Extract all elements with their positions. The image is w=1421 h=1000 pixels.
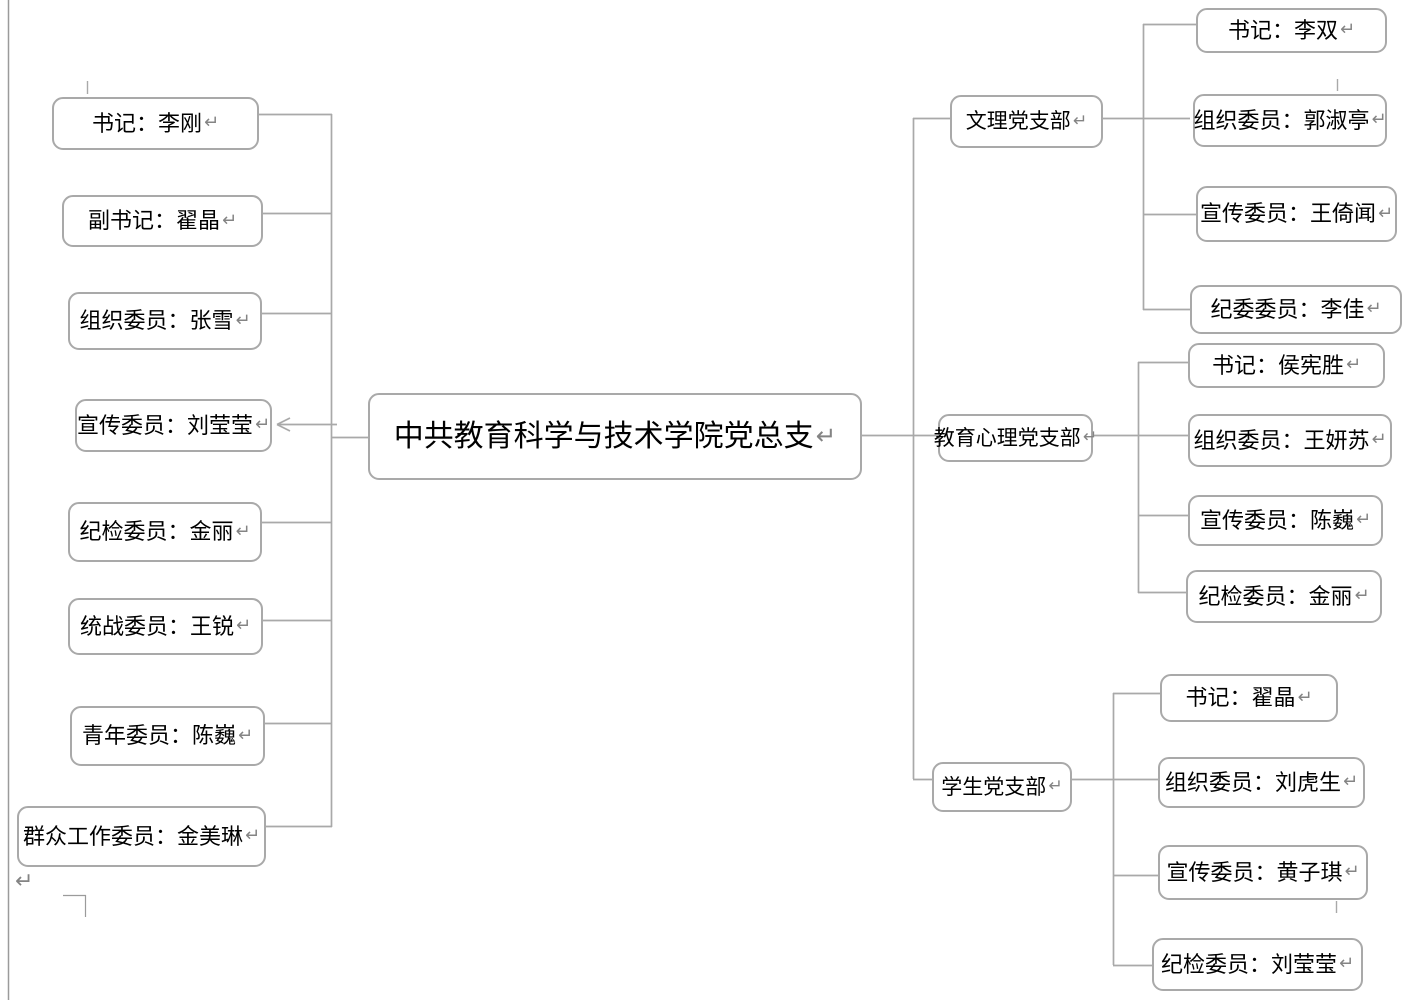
paragraph-mark-icon: ↵	[815, 421, 837, 451]
paragraph-mark-icon: ↵	[1377, 202, 1394, 224]
paragraph-mark-icon: ↵	[1082, 427, 1098, 448]
member-node-1-3[interactable]: 纪检委员：金丽↵	[1186, 570, 1382, 623]
root-node-label: 中共教育科学与技术学院党总支	[393, 419, 814, 453]
paragraph-mark-icon: ↵	[254, 414, 271, 436]
paragraph-mark-icon: ↵	[203, 112, 220, 134]
committee-node-label: 统战委员：王锐	[79, 613, 234, 639]
paragraph-mark-icon: ↵	[1344, 861, 1360, 883]
paragraph-mark-icon: ↵	[1072, 110, 1088, 131]
member-node-label: 组织委员：刘虎生	[1164, 769, 1341, 795]
paragraph-mark-icon: ↵	[237, 724, 254, 746]
member-node-label: 书记：翟晶	[1185, 685, 1296, 710]
member-node-label: 纪检委员：刘莹莹	[1160, 951, 1337, 977]
member-node-2-2[interactable]: 宣传委员：黄子琪↵	[1158, 845, 1368, 900]
arrow-connector[interactable]	[276, 417, 337, 432]
member-node-0-0[interactable]: 书记：李双↵	[1196, 8, 1387, 53]
page-corner-mark	[63, 894, 87, 917]
member-node-2-3[interactable]: 纪检委员：刘莹莹↵	[1152, 938, 1363, 991]
paragraph-mark-icon: ↵	[1297, 686, 1313, 708]
committee-node-4[interactable]: 纪检委员：金丽↵	[68, 502, 262, 562]
root-node[interactable]: 中共教育科学与技术学院党总支↵	[368, 393, 862, 480]
branch-node-0[interactable]: 文理党支部↵	[950, 95, 1103, 148]
member-node-label: 纪委委员：李佳	[1210, 296, 1365, 322]
member-node-label: 宣传委员：王倚闻	[1199, 201, 1376, 226]
member-node-2-1[interactable]: 组织委员：刘虎生↵	[1158, 757, 1365, 808]
committee-node-label: 纪检委员：金丽	[79, 519, 234, 544]
right-connector-tree[interactable]	[862, 23, 1196, 967]
paragraph-mark-icon: ↵	[1354, 585, 1370, 607]
committee-node-3[interactable]: 宣传委员：刘莹莹↵	[75, 399, 272, 452]
committee-node-label: 宣传委员：刘莹莹	[76, 412, 253, 438]
member-node-1-1[interactable]: 组织委员：王妍苏↵	[1188, 414, 1392, 467]
anchor-tick	[86, 79, 1339, 913]
member-node-label: 纪检委员：金丽	[1198, 583, 1353, 609]
committee-node-5[interactable]: 统战委员：王锐↵	[68, 598, 263, 655]
committee-node-6[interactable]: 青年委员：陈巍↵	[70, 706, 265, 766]
committee-node-label: 群众工作委员：金美琳	[22, 823, 243, 849]
paragraph-mark-icon: ↵	[1371, 109, 1387, 131]
paragraph-mark-icon: ↵	[221, 209, 238, 231]
member-node-0-3[interactable]: 纪委委员：李佳↵	[1190, 285, 1402, 334]
member-node-label: 组织委员：郭淑亭	[1193, 107, 1370, 133]
committee-node-1[interactable]: 副书记：翟晶↵	[62, 195, 263, 247]
member-node-label: 宣传委员：黄子琪	[1166, 859, 1343, 885]
paragraph-mark-icon: ↵	[244, 825, 261, 847]
committee-node-label: 副书记：翟晶	[87, 208, 220, 233]
paragraph-mark-icon: ↵	[1366, 298, 1382, 320]
member-node-label: 书记：李双	[1227, 17, 1338, 43]
committee-node-0[interactable]: 书记：李刚↵	[52, 97, 259, 150]
committee-node-2[interactable]: 组织委员：张雪↵	[68, 292, 262, 350]
paragraph-mark-icon: ↵	[15, 869, 34, 894]
branch-node-label: 文理党支部	[965, 109, 1071, 133]
paragraph-mark-icon: ↵	[1339, 19, 1356, 41]
branch-node-1[interactable]: 教育心理党支部↵	[934, 414, 1097, 462]
member-node-label: 宣传委员：陈巍	[1199, 507, 1354, 533]
paragraph-mark-icon: ↵	[1048, 776, 1063, 797]
member-node-0-1[interactable]: 组织委员：郭淑亭↵	[1193, 94, 1387, 147]
member-node-1-2[interactable]: 宣传委员：陈巍↵	[1188, 495, 1383, 546]
committee-node-label: 书记：李刚	[91, 110, 202, 136]
member-node-label: 书记：侯宪胜	[1211, 352, 1344, 378]
branch-node-2[interactable]: 学生党支部↵	[932, 762, 1072, 812]
member-node-2-0[interactable]: 书记：翟晶↵	[1160, 674, 1338, 722]
left-connector-tree[interactable]	[259, 113, 370, 828]
paragraph-mark-icon: ↵	[235, 615, 252, 637]
paragraph-mark-icon: ↵	[235, 520, 251, 542]
committee-node-7[interactable]: 群众工作委员：金美琳↵	[17, 806, 266, 867]
paragraph-mark-icon: ↵	[1345, 354, 1362, 376]
branch-node-label: 教育心理党支部	[933, 425, 1081, 450]
committee-node-label: 青年委员：陈巍	[81, 723, 236, 748]
paragraph-mark-icon: ↵	[235, 309, 251, 331]
paragraph-mark-icon: ↵	[1371, 429, 1387, 451]
member-node-1-0[interactable]: 书记：侯宪胜↵	[1188, 343, 1385, 388]
member-node-0-2[interactable]: 宣传委员：王倚闻↵	[1196, 186, 1397, 242]
branch-node-label: 学生党支部	[941, 774, 1047, 799]
paragraph-mark-icon: ↵	[1342, 771, 1359, 793]
member-node-label: 组织委员：王妍苏	[1193, 427, 1370, 453]
committee-node-label: 组织委员：张雪	[79, 308, 234, 333]
paragraph-mark-icon: ↵	[1338, 953, 1355, 975]
paragraph-mark-icon: ↵	[1355, 509, 1372, 531]
